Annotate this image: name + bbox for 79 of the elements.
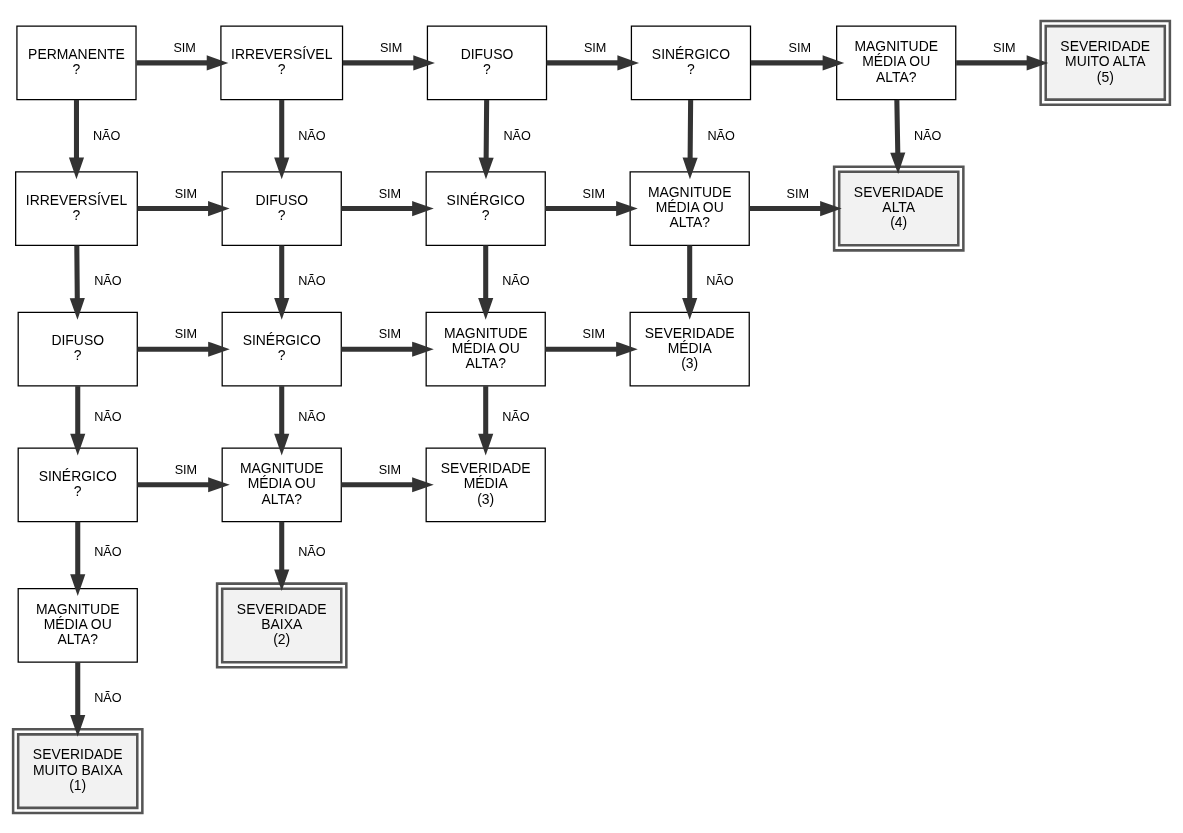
arrow: [274, 385, 290, 455]
edge-label: SIM: [173, 40, 196, 55]
edge-label: NÃO: [706, 273, 734, 288]
edge-label: NÃO: [94, 690, 122, 705]
edge-label: NÃO: [503, 128, 531, 143]
edge-label: SIM: [786, 186, 810, 201]
edge-label: SIM: [582, 326, 606, 341]
edge-label: NÃO: [298, 544, 326, 559]
node-box: SEVERIDADE MUITO BAIXA (1): [11, 727, 144, 814]
arrow: [956, 54, 1049, 70]
edge-label: SIM: [379, 40, 403, 55]
arrow: [546, 54, 639, 70]
edge-label: NÃO: [502, 273, 530, 288]
node-box: SEVERIDADE MÉDIA (3): [629, 311, 750, 387]
node-box: SINÉRGICO ?: [425, 170, 546, 246]
arrow: [274, 521, 290, 591]
arrow: [749, 200, 842, 216]
node-box: IRREVERSÍVEL ?: [15, 170, 138, 246]
edge-label: SIM: [788, 40, 812, 55]
arrow: [750, 54, 845, 70]
node-box: IRREVERSÍVEL ?: [220, 25, 344, 100]
edge-label: NÃO: [298, 273, 326, 288]
edge-label: NÃO: [298, 128, 326, 143]
edge-label: SIM: [174, 326, 198, 341]
node-box: PERMANENTE ?: [16, 25, 137, 100]
arrow: [545, 200, 638, 216]
edge-label: NÃO: [94, 273, 122, 288]
edge-label: SIM: [378, 326, 402, 341]
node-box: MAGNITUDE MÉDIA OU ALTA?: [629, 170, 750, 246]
arrow: [274, 99, 290, 179]
edge-label: SIM: [993, 40, 1016, 55]
arrow: [341, 476, 434, 492]
arrow: [68, 99, 85, 179]
edge-label: SIM: [174, 462, 198, 477]
edge-label: NÃO: [94, 544, 122, 559]
arrow: [70, 521, 86, 596]
arrow: [545, 341, 638, 357]
node-box: DIFUSO ?: [221, 170, 342, 246]
edge-label: SIM: [583, 40, 607, 55]
node-box: SEVERIDADE BAIXA (2): [215, 581, 348, 668]
arrow: [890, 99, 906, 174]
arrow: [70, 661, 86, 737]
node-box: SEVERIDADE ALTA (4): [832, 165, 965, 252]
node-box: MAGNITUDE MÉDIA OU ALTA?: [425, 311, 546, 387]
node-box: DIFUSO ?: [426, 25, 548, 100]
arrow: [136, 54, 229, 70]
edge-label: NÃO: [94, 409, 122, 424]
arrow: [478, 385, 494, 455]
edge-label: NÃO: [707, 128, 735, 143]
arrow: [137, 200, 230, 216]
arrow: [342, 54, 435, 70]
edge-label: NÃO: [502, 409, 530, 424]
edge-label: SIM: [378, 462, 402, 477]
node-box: SEVERIDADE MÉDIA (3): [425, 446, 546, 522]
node-box: SINÉRGICO ?: [17, 446, 138, 522]
edge-label: NÃO: [913, 128, 942, 143]
arrow: [682, 99, 698, 179]
arrow: [137, 476, 230, 492]
arrow: [137, 341, 230, 357]
node-box: DIFUSO ?: [17, 311, 138, 387]
arrow: [274, 244, 290, 320]
arrow: [682, 244, 698, 320]
node-box: MAGNITUDE MÉDIA OU ALTA?: [221, 446, 342, 522]
edge-label: NÃO: [298, 409, 326, 424]
arrow: [478, 99, 494, 179]
node-box: MAGNITUDE MÉDIA OU ALTA?: [17, 587, 138, 663]
node-box: MAGNITUDE MÉDIA OU ALTA?: [836, 25, 957, 100]
node-box: SINÉRGICO ?: [221, 311, 342, 387]
node-box: SEVERIDADE MUITO ALTA (5): [1039, 19, 1172, 106]
arrow: [341, 200, 434, 216]
edge-label: SIM: [378, 186, 402, 201]
arrow: [341, 341, 434, 357]
arrow: [70, 385, 86, 455]
node-box: SINÉRGICO ?: [630, 25, 752, 100]
arrow: [69, 244, 85, 320]
edge-label: SIM: [174, 186, 198, 201]
edge-label: NÃO: [92, 128, 121, 143]
arrow: [478, 244, 494, 320]
edge-label: SIM: [582, 186, 606, 201]
